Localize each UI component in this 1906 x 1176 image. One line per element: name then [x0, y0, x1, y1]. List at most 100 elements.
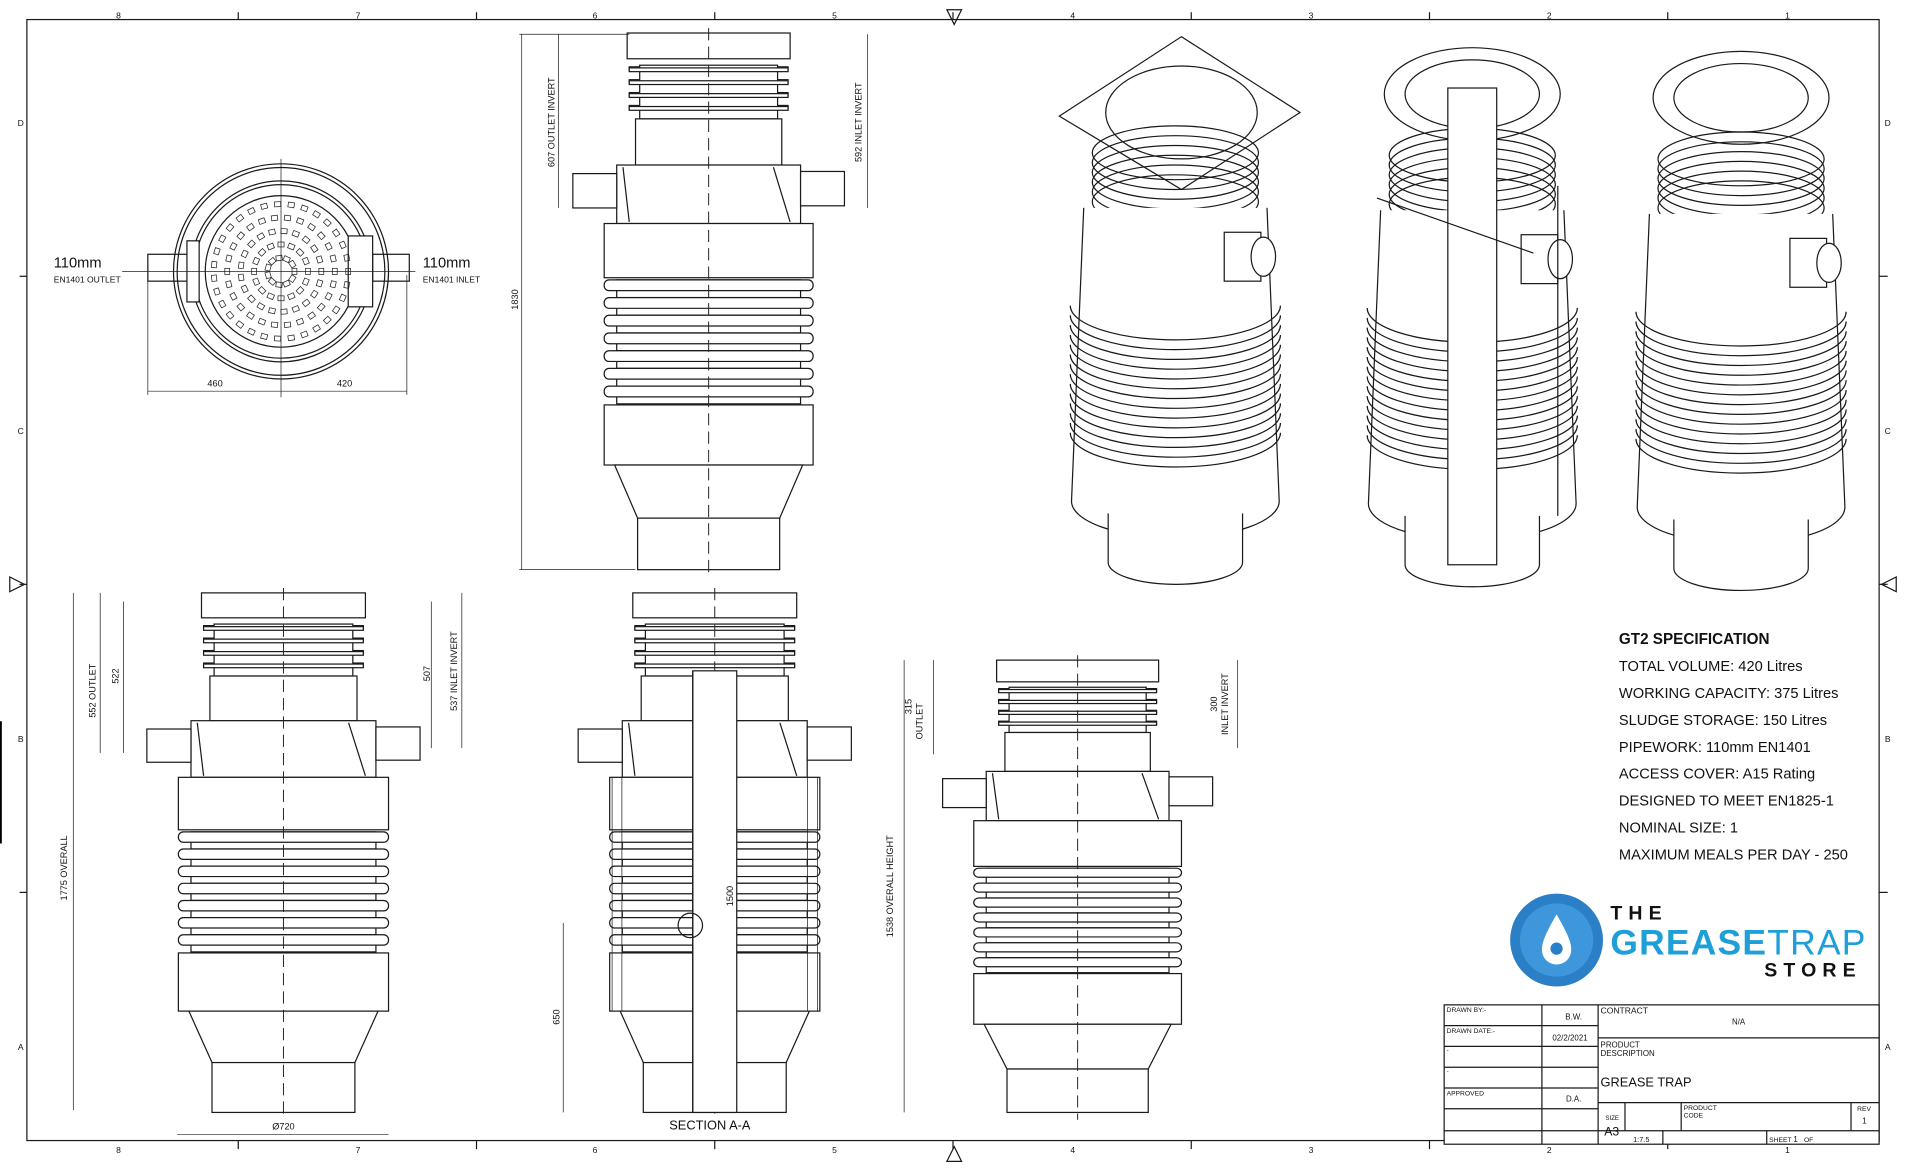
- logo-store: STORE: [1764, 960, 1862, 982]
- cover-vent-slot: [247, 206, 256, 216]
- rib: [1635, 389, 1847, 425]
- grid-column-label-bottom: 5: [832, 1145, 837, 1155]
- isometric-round-cover: [1635, 50, 1847, 592]
- rib: [1069, 344, 1282, 380]
- isometric-square-cover: [1058, 35, 1302, 585]
- cover-vent-slot: [324, 242, 333, 251]
- cover-vent-slot: [282, 279, 291, 288]
- cover-vent-slot: [266, 242, 275, 251]
- pipe-opening: [1816, 242, 1842, 283]
- section-a-a: [577, 588, 852, 1120]
- cover-vent-slot: [324, 292, 333, 301]
- cover-vent-slot: [229, 242, 238, 251]
- outlet-label: EN1401 OUTLET: [54, 274, 122, 284]
- cover-vent-slot: [295, 317, 305, 326]
- inlet-size: 110mm: [423, 256, 471, 272]
- grid-row-label-right: D: [1885, 118, 1891, 128]
- cover-vent-slot: [301, 277, 310, 286]
- short-elevation-labels: 315 OUTLET 300 INLET INVERT 1538 OVERALL…: [885, 673, 1230, 937]
- riser-ring: [1657, 131, 1825, 187]
- cover-vent-slot: [287, 334, 295, 342]
- grid-column-label-bottom: 7: [356, 1145, 361, 1155]
- section-labels: SECTION A-A 1500 650: [552, 886, 751, 1133]
- spec-line: MAXIMUM MEALS PER DAY - 250: [1619, 847, 1848, 863]
- spec-title: GT2 SPECIFICATION: [1619, 631, 1770, 648]
- riser-ring: [1657, 141, 1825, 197]
- rib: [1069, 325, 1282, 360]
- cover-vent-slot: [343, 253, 351, 262]
- baffle-edge: [991, 773, 1000, 820]
- cover-vent-slot: [264, 263, 272, 272]
- grid-column-label-bottom: 1: [1785, 1145, 1790, 1155]
- rib: [1069, 393, 1282, 429]
- cover-vent-slot: [246, 222, 255, 232]
- dim-420: 420: [337, 378, 352, 388]
- outlet-size: 110mm: [54, 256, 102, 272]
- size-value: A3: [1604, 1125, 1619, 1139]
- grease-trap-store-logo: THE GREASETRAP STORE: [1510, 893, 1865, 987]
- water-drop-icon: [1541, 914, 1572, 965]
- grid-column-label-bottom: 8: [116, 1145, 121, 1155]
- cover-vent-slot: [270, 321, 279, 328]
- cover-vent-slot: [213, 247, 221, 256]
- cover-vent-slot: [268, 228, 277, 236]
- rib: [1635, 341, 1847, 376]
- rib: [1635, 350, 1847, 386]
- cover-vent-slot: [257, 217, 267, 225]
- dim-300: 300: [1209, 696, 1219, 711]
- riser-ring: [1091, 125, 1260, 181]
- centre-mark-arrow: [945, 1145, 963, 1162]
- cover-vent-slot: [287, 292, 296, 301]
- dim-650: 650: [552, 1009, 562, 1024]
- base: [1673, 519, 1809, 592]
- cover-vent-slot: [315, 255, 324, 264]
- product-code-label-1: PRODUCT: [1684, 1105, 1717, 1112]
- riser-ring: [634, 638, 796, 644]
- cover-vent-slot: [247, 239, 256, 249]
- blank-row-2: -: [1447, 1068, 1449, 1075]
- inlet-pipe: [1168, 776, 1214, 807]
- grid-row-label-left: D: [18, 118, 24, 128]
- drawn-date-value: 02/2/2021: [1552, 1033, 1588, 1042]
- cover-vent-slot: [300, 330, 309, 339]
- baffle-edge: [196, 722, 205, 776]
- rib: [1069, 354, 1282, 390]
- cover-vent-slot: [331, 305, 341, 315]
- round-access-cover: [1652, 50, 1830, 145]
- specification-block: GT2 SPECIFICATION TOTAL VOLUME: 420 Litr…: [1619, 631, 1848, 863]
- grid-column-label-bottom: 6: [593, 1145, 598, 1155]
- title-block: DRAWN BY:- B.W. DRAWN DATE:- 02/2/2021 -…: [1443, 1004, 1880, 1145]
- outlet-pipe: [147, 253, 192, 282]
- pipe-chamber: [190, 720, 377, 778]
- cover-vent-slot: [256, 302, 266, 311]
- grid-row-label-left: C: [18, 426, 24, 436]
- baffle-edge: [348, 722, 366, 776]
- cover-vent-slot: [295, 217, 305, 225]
- spec-line: PIPEWORK: 110mm EN1401: [1619, 740, 1811, 756]
- cover-vent-slot: [252, 256, 261, 266]
- base: [1107, 513, 1244, 585]
- cover-vent-slot: [329, 280, 337, 289]
- rib: [1069, 383, 1282, 419]
- cover-vent-slot: [229, 292, 238, 301]
- rib: [1635, 429, 1847, 464]
- cover-vent-slot: [225, 254, 233, 263]
- cover-vent-slot: [260, 332, 269, 341]
- cover-vent-slot: [287, 242, 296, 251]
- dim-522: 522: [111, 668, 121, 683]
- rib: [1069, 413, 1282, 449]
- cover-vent-slot: [235, 213, 245, 223]
- cover-vent-slot: [257, 317, 267, 326]
- plan-view-labels: 110mm EN1401 OUTLET 110mm EN1401 INLET 4…: [54, 256, 481, 389]
- cover-vent-slot: [275, 281, 283, 288]
- cover-vent-slot: [236, 302, 246, 312]
- size-label: SIZE: [1605, 1115, 1619, 1122]
- cover-vent-slot: [240, 249, 249, 259]
- riser-ring: [1657, 150, 1825, 206]
- cover-vent-slot: [237, 261, 245, 270]
- cover-vent-slot: [316, 302, 326, 312]
- cover-vent-slot: [247, 294, 256, 304]
- grid-column-label-top: 5: [832, 10, 837, 20]
- grid-column-label-top: 4: [1070, 10, 1075, 20]
